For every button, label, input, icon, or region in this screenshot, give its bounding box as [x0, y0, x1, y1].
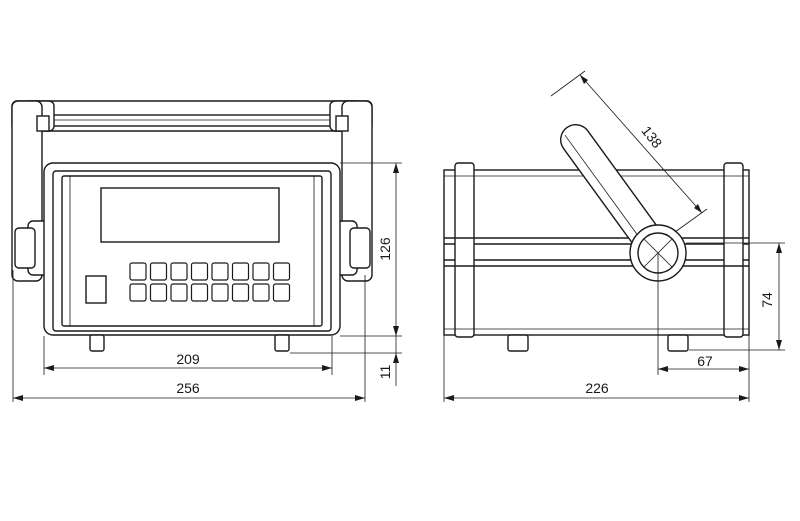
- knob-right: [336, 220, 371, 276]
- keypad-key: [211, 262, 229, 281]
- display-window: [100, 187, 280, 243]
- keypad-key: [149, 262, 168, 281]
- front-dimensions: 209 256 126 11: [12, 162, 402, 402]
- front-view: [11, 100, 373, 352]
- dim-67-label: 67: [697, 353, 713, 369]
- dim-209-label: 209: [176, 351, 200, 367]
- keypad-key: [129, 262, 147, 281]
- keypad-key: [252, 262, 270, 281]
- knob-left: [14, 220, 49, 276]
- keypad-key: [129, 283, 147, 302]
- keypad-key: [231, 262, 250, 281]
- dim-126-label: 126: [377, 237, 393, 261]
- side-front-bezel: [454, 162, 475, 338]
- handle-top-bar: [24, 100, 361, 132]
- keypad-key: [170, 283, 188, 302]
- keypad-key: [170, 262, 188, 281]
- keypad-key: [211, 283, 229, 302]
- side-grooves: [444, 237, 749, 267]
- side-body: [443, 169, 750, 336]
- keypad: [129, 262, 291, 302]
- keypad-key: [190, 283, 209, 302]
- keypad-key: [272, 262, 291, 281]
- dim-256-label: 256: [176, 380, 200, 396]
- keypad-key: [190, 262, 209, 281]
- dim-74-label: 74: [759, 292, 775, 308]
- side-rear-bezel: [723, 162, 744, 338]
- indicator-window: [85, 275, 107, 304]
- side-view: [443, 124, 750, 352]
- keypad-key: [272, 283, 291, 302]
- dim-138-label: 138: [638, 123, 665, 151]
- front-feet: [89, 334, 290, 352]
- keypad-key: [231, 283, 250, 302]
- dim-226-label: 226: [585, 380, 609, 396]
- side-feet: [507, 334, 689, 352]
- dim-11-label: 11: [377, 365, 393, 380]
- keypad-key: [252, 283, 270, 302]
- keypad-key: [149, 283, 168, 302]
